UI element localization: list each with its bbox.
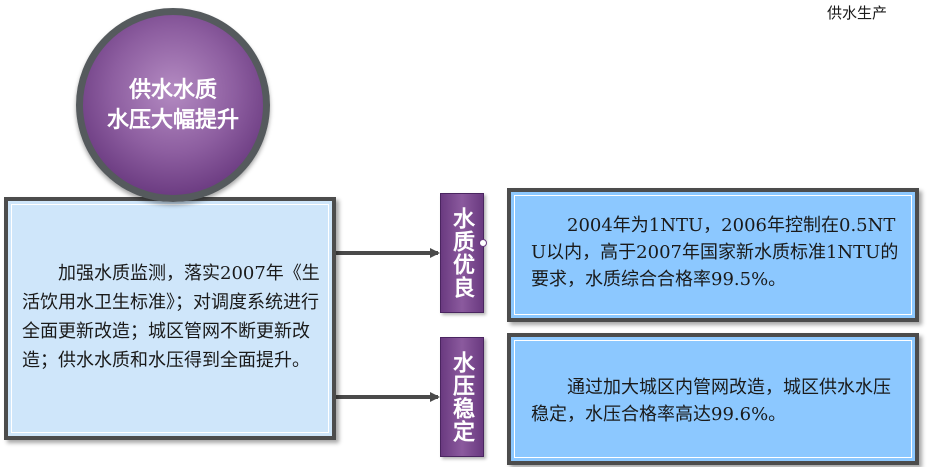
topic-circle: 供水水质 水压大幅提升 xyxy=(76,8,270,202)
detail-text-water-pressure: 通过加大城区内管网改造，城区供水水压稳定，水压合格率高达99.6%。 xyxy=(531,377,891,425)
topic-title-line1: 供水水质 xyxy=(128,77,217,103)
topic-title-line2: 水压大幅提升 xyxy=(106,107,239,133)
summary-box: 加强水质监测，落实2007年《生活饮用水卫生标准》；对调度系统进行全面更新改造；… xyxy=(4,197,336,440)
detail-box-water-pressure: 通过加大城区内管网改造，城区供水水压稳定，水压合格率高达99.6%。 xyxy=(507,333,919,465)
tag-water-pressure-label: 水压稳定 xyxy=(449,351,475,443)
tag-water-quality: 水质优良 xyxy=(440,193,487,313)
detail-text-water-quality: 2004年为1NTU，2006年控制在0.5NTU以内，高于2007年国家新水质… xyxy=(531,215,899,290)
detail-box-water-quality: 2004年为1NTU，2006年控制在0.5NTU以内，高于2007年国家新水质… xyxy=(507,188,919,322)
summary-text: 加强水质监测，落实2007年《生活饮用水卫生标准》；对调度系统进行全面更新改造；… xyxy=(22,263,320,371)
page-corner-label: 供水生产 xyxy=(826,4,887,22)
tag-water-quality-label: 水质优良 xyxy=(449,207,475,299)
tag-water-pressure: 水压稳定 xyxy=(440,337,484,457)
